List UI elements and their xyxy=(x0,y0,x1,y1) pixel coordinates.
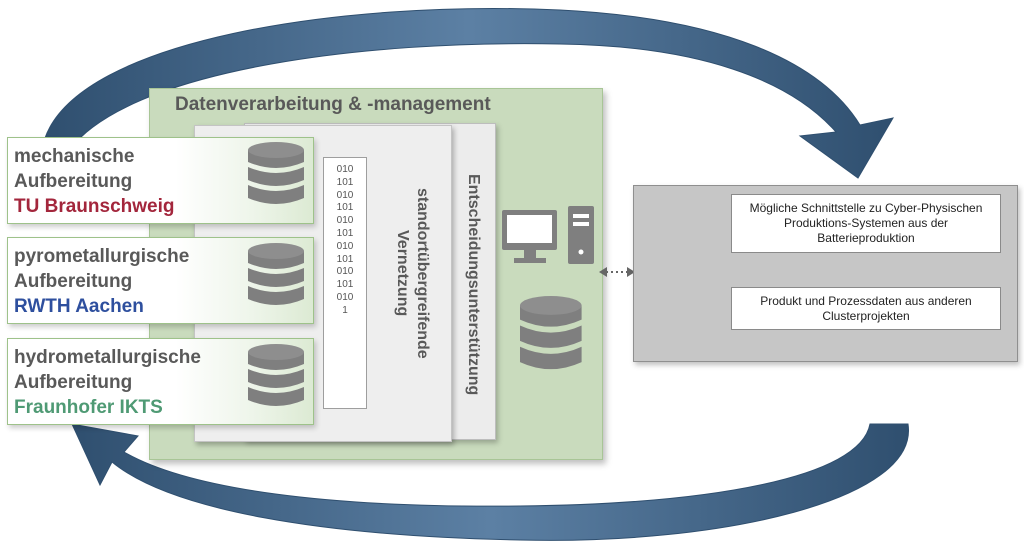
source-institute: TU Braunschweig xyxy=(14,196,175,217)
binary-line: 010 xyxy=(336,266,354,278)
source-line-1: mechanische xyxy=(14,146,135,167)
source-line-2: Aufbereitung xyxy=(14,171,133,192)
database-icon xyxy=(520,296,582,370)
binary-line: 010 xyxy=(336,291,354,303)
binary-line: 010 xyxy=(336,189,354,201)
source-institute: Fraunhofer IKTS xyxy=(14,397,163,418)
bidirectional-dotted-arrow-icon xyxy=(599,267,635,277)
network-label-line-1: standortübergreifende xyxy=(414,187,431,359)
network-label: standortübergreifende Vernetzung xyxy=(392,158,432,388)
main-title: Datenverarbeitung & -management xyxy=(175,94,491,115)
binary-line: 101 xyxy=(336,227,354,239)
network-label-line-2: Vernetzung xyxy=(394,229,411,317)
decision-support-label: Entscheidungsunterstützung xyxy=(465,174,482,396)
binary-line: 101 xyxy=(336,253,354,265)
source-line-2: Aufbereitung xyxy=(14,372,133,393)
binary-line: 010 xyxy=(336,164,354,175)
binary-line: 010 xyxy=(336,240,354,252)
source-line-1: pyrometallurgische xyxy=(14,246,190,267)
binary-line: 1 xyxy=(342,304,348,316)
cluster-project-data-box: Produkt und Prozessdaten aus anderen Clu… xyxy=(731,287,1001,330)
top-curved-arrow-icon xyxy=(44,8,895,179)
source-line-2: Aufbereitung xyxy=(14,271,133,292)
database-icon xyxy=(248,142,304,204)
cyber-physical-interface-box: Mögliche Schnittstelle zu Cyber-Physisch… xyxy=(731,194,1001,253)
database-icon xyxy=(248,344,304,406)
binary-line: 101 xyxy=(336,202,354,214)
binary-line: 101 xyxy=(336,176,354,188)
source-institute: RWTH Aachen xyxy=(14,296,144,317)
binary-line: 101 xyxy=(336,279,354,291)
binary-line: 010 xyxy=(336,215,354,227)
source-box-pyrometallurgical: pyrometallurgische Aufbereitung RWTH Aac… xyxy=(7,237,314,324)
database-icon xyxy=(248,243,304,305)
bottom-curved-arrow-icon xyxy=(71,423,909,541)
desktop-computer-icon xyxy=(502,206,594,264)
source-line-1: hydrometallurgische xyxy=(14,347,201,368)
